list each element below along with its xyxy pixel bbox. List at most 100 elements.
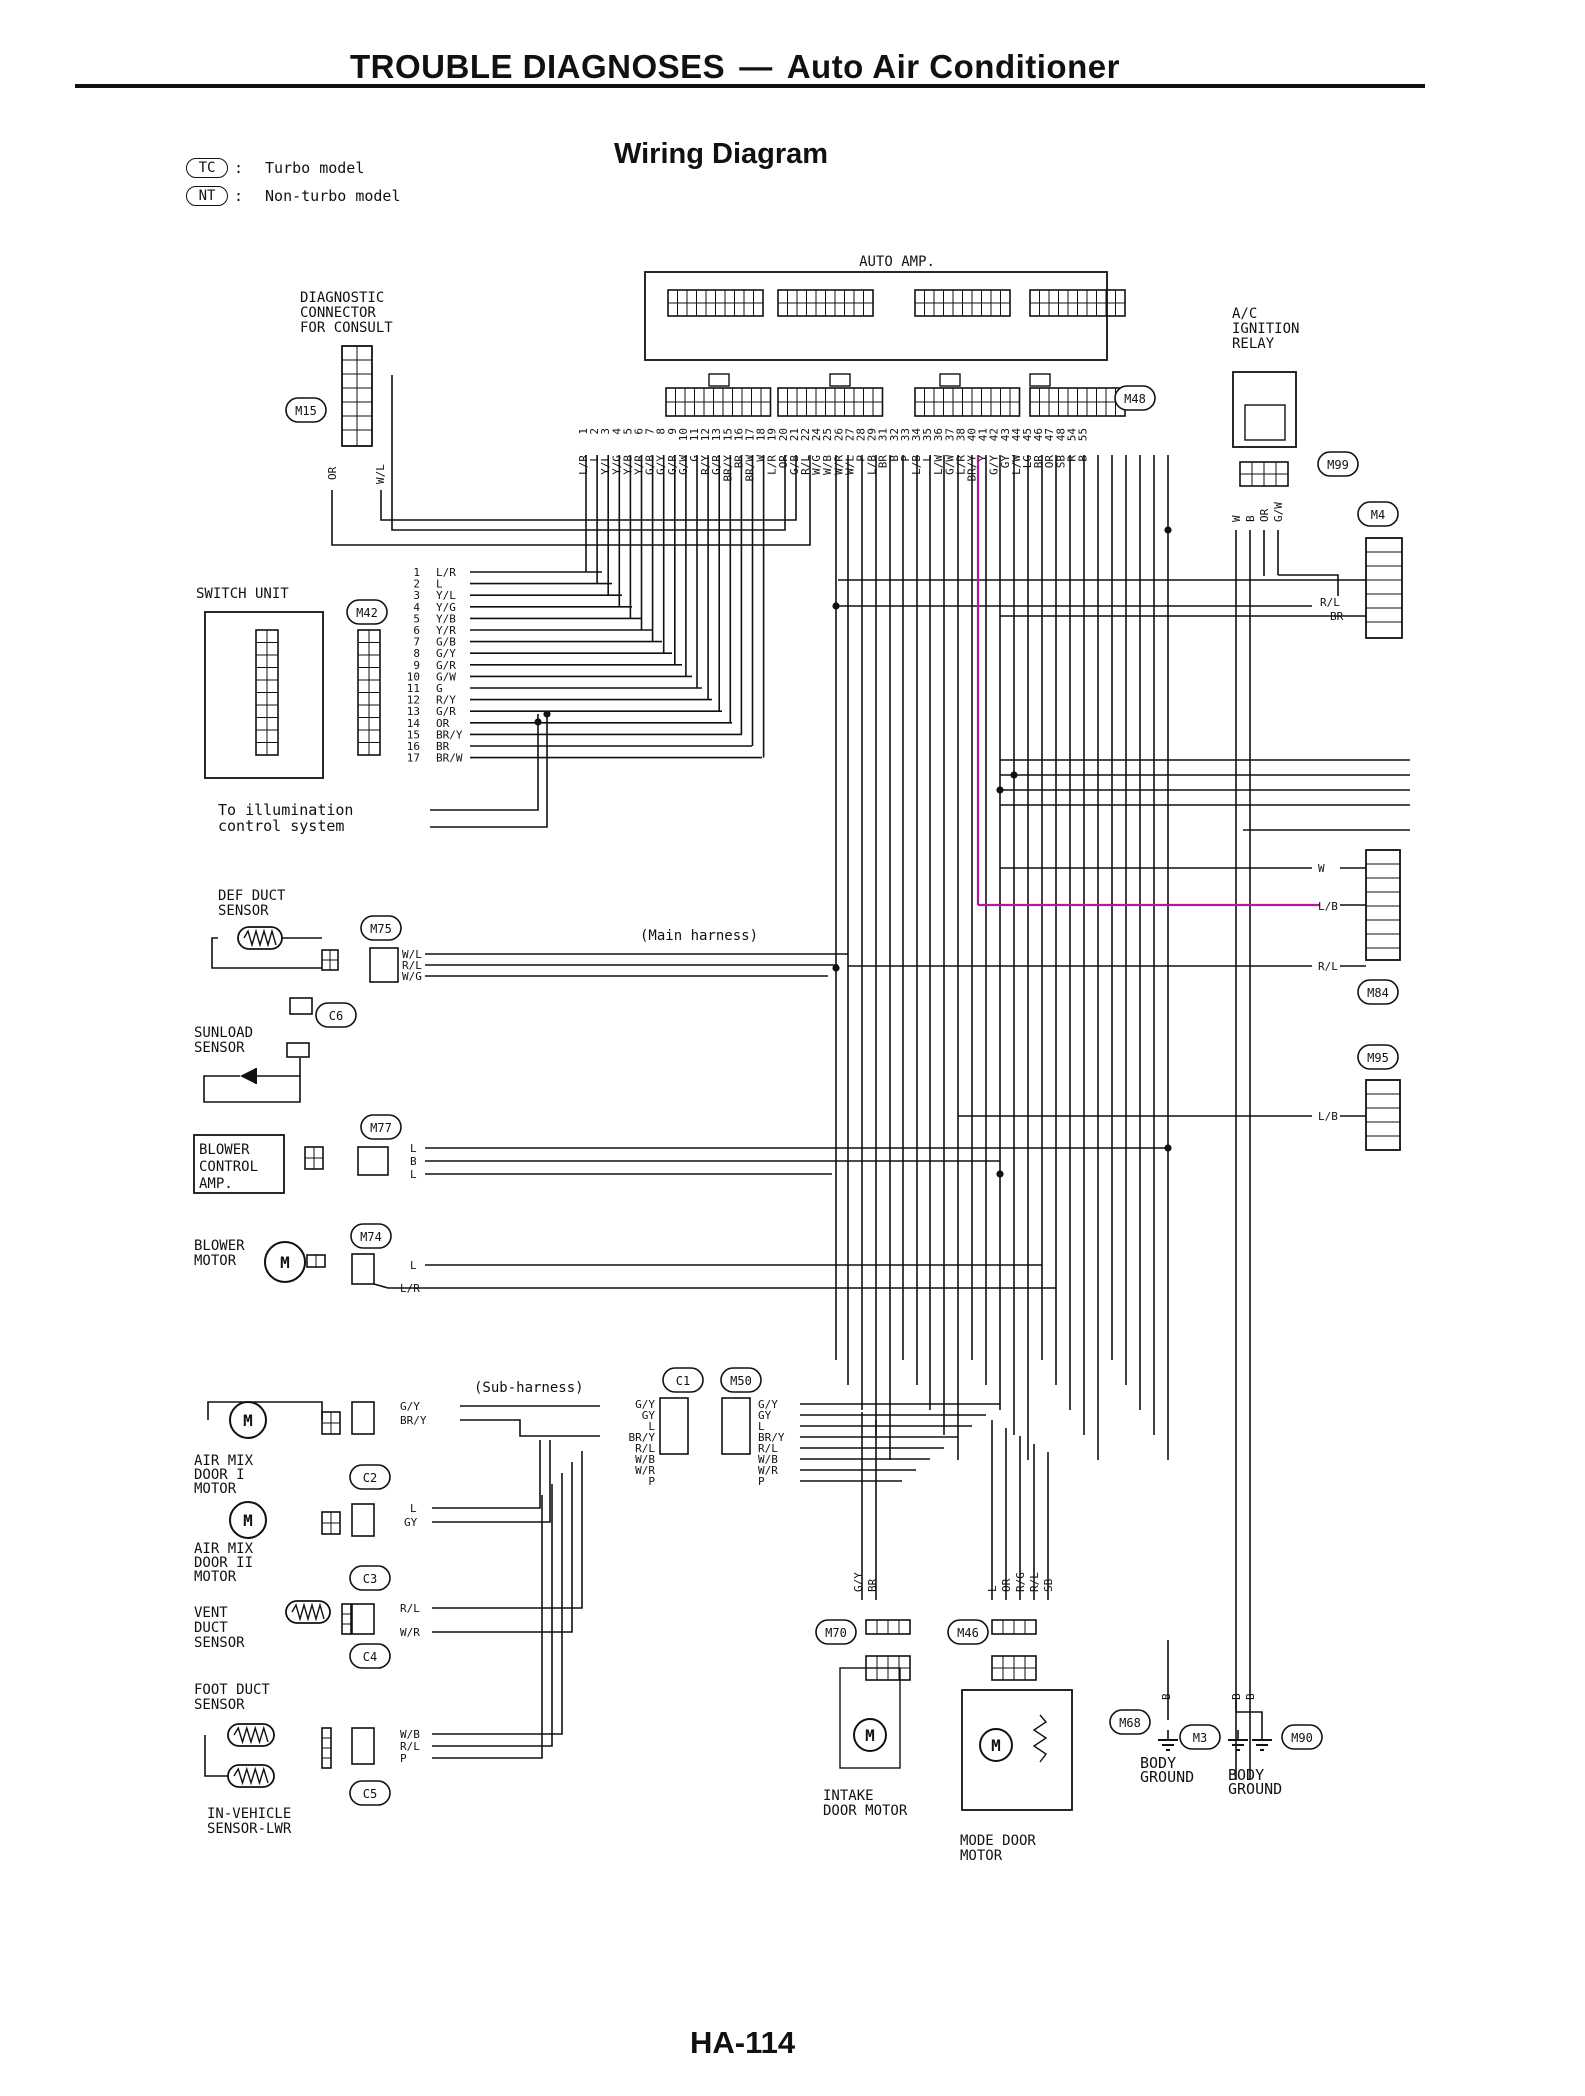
wire-color: BR [1032, 455, 1045, 469]
wire-color: BR/Y [721, 455, 734, 482]
pin-number: 11 [407, 682, 420, 695]
sub-harness-label: (Sub-harness) [474, 1380, 584, 1396]
connector-tag [662, 1367, 704, 1393]
pin-number: 9 [666, 428, 679, 435]
pin-number: 47 [1043, 428, 1056, 441]
pin-number: 16 [407, 740, 420, 753]
pin-number: 10 [677, 428, 690, 441]
foot-harness-connector [351, 1727, 375, 1765]
connector-id: M70 [825, 1626, 847, 1640]
wire [204, 1735, 228, 1777]
connector-id: M75 [370, 922, 392, 936]
connector-tag [1281, 1724, 1323, 1750]
wire-color: BR [732, 455, 745, 469]
wire-color: Y/G [436, 601, 456, 614]
pin-number: 18 [755, 428, 768, 441]
wire-color: L [410, 1142, 417, 1155]
wire [432, 1440, 551, 1523]
component-label: CONTROL [199, 1159, 258, 1175]
wire-color: BR [436, 740, 450, 753]
pin-number: 3 [413, 589, 420, 602]
pin-number: 13 [407, 705, 420, 718]
pin-number: 17 [744, 428, 757, 441]
pin-number: 6 [413, 624, 420, 637]
wire-color: BR [866, 1578, 879, 1592]
pin-number: 3 [599, 428, 612, 435]
wire [432, 1484, 553, 1747]
wire-color: L [986, 1585, 999, 1592]
component-label: DUCT [194, 1620, 228, 1636]
intake-motor-wiring [839, 1667, 901, 1769]
wire-color: G/Y [436, 647, 456, 660]
pin-number: 26 [832, 428, 845, 441]
wire-color: R/L [1028, 1572, 1041, 1592]
connector-latch [1029, 373, 1051, 387]
pin-number: 44 [1010, 428, 1023, 442]
motor-glyph: M [991, 1736, 1001, 1755]
wire-color: B [1230, 1693, 1243, 1700]
wire-color: Y/B [621, 455, 634, 475]
connector-tag [1179, 1724, 1221, 1750]
component-label: INTAKE [823, 1788, 874, 1804]
wire-color: L [758, 1420, 765, 1433]
wire [207, 1401, 323, 1420]
wire-color: W/B [635, 1453, 655, 1466]
component-label: FOR CONSULT [300, 320, 393, 336]
pin-number: 1 [577, 428, 590, 435]
wire-color: L/B [1318, 1110, 1338, 1123]
m50-connector [721, 1397, 751, 1455]
wire-color: GY [758, 1409, 772, 1422]
wire-color: B [1160, 1693, 1173, 1700]
pin-number: 20 [777, 428, 790, 441]
wire-color: L/R [954, 455, 967, 475]
connector-latch [708, 373, 730, 387]
component-label: A/C [1232, 306, 1257, 322]
pin-number: 32 [888, 428, 901, 441]
wire-color: LG [1021, 455, 1034, 468]
pin-number: 22 [799, 428, 812, 441]
connector-id: C3 [363, 1572, 377, 1586]
connector-tag [1357, 501, 1399, 527]
component-label: GROUND [1228, 1780, 1282, 1798]
wire-color: G/R [666, 455, 679, 475]
component-label: control system [218, 817, 344, 835]
wire-color: R/L [758, 1442, 778, 1455]
wire-color: B [1244, 1693, 1257, 1700]
relay-coil [1244, 404, 1286, 441]
wire-color: W/L [402, 948, 422, 961]
pin-number: 7 [644, 428, 657, 435]
motor-symbol [229, 1401, 267, 1439]
wire [203, 1075, 301, 1103]
wires-layer [203, 375, 1410, 1780]
connector-tag [1357, 979, 1399, 1005]
pin-number: 14 [407, 717, 421, 730]
wire-color: W/R [400, 1626, 420, 1639]
wire-color: B [410, 1155, 417, 1168]
c6-connector [289, 997, 313, 1015]
component-label: GROUND [1140, 1768, 1194, 1786]
connector-tag [349, 1565, 391, 1591]
mode-motor-body [961, 1689, 1073, 1811]
component-label: BLOWER [194, 1238, 245, 1254]
wire-color: G/R [710, 455, 723, 475]
pin-number: 7 [413, 636, 420, 649]
component-label: AIR MIX [194, 1453, 254, 1469]
wire-color: BR/Y [400, 1414, 427, 1427]
diode-symbol [240, 1068, 256, 1084]
connector-id: M90 [1291, 1731, 1313, 1745]
wire-color: Y/R [633, 455, 646, 475]
legend-desc: Turbo model [265, 159, 365, 177]
connector-id: C5 [363, 1787, 377, 1801]
legend-desc: Non-turbo model [265, 187, 401, 205]
component-label: SWITCH UNIT [196, 586, 289, 602]
sensor-symbol [227, 1764, 275, 1788]
wire-color: G/W [436, 670, 456, 683]
wire [1235, 1700, 1263, 1730]
vent-harness-connector [351, 1603, 375, 1635]
pin-number: 1 [413, 566, 420, 579]
wire-color: G/W [1272, 502, 1285, 522]
pin-number: 19 [766, 428, 779, 441]
wire-color: OR [326, 466, 339, 480]
wire-color: L/W [932, 455, 945, 475]
wire [373, 1283, 1056, 1289]
